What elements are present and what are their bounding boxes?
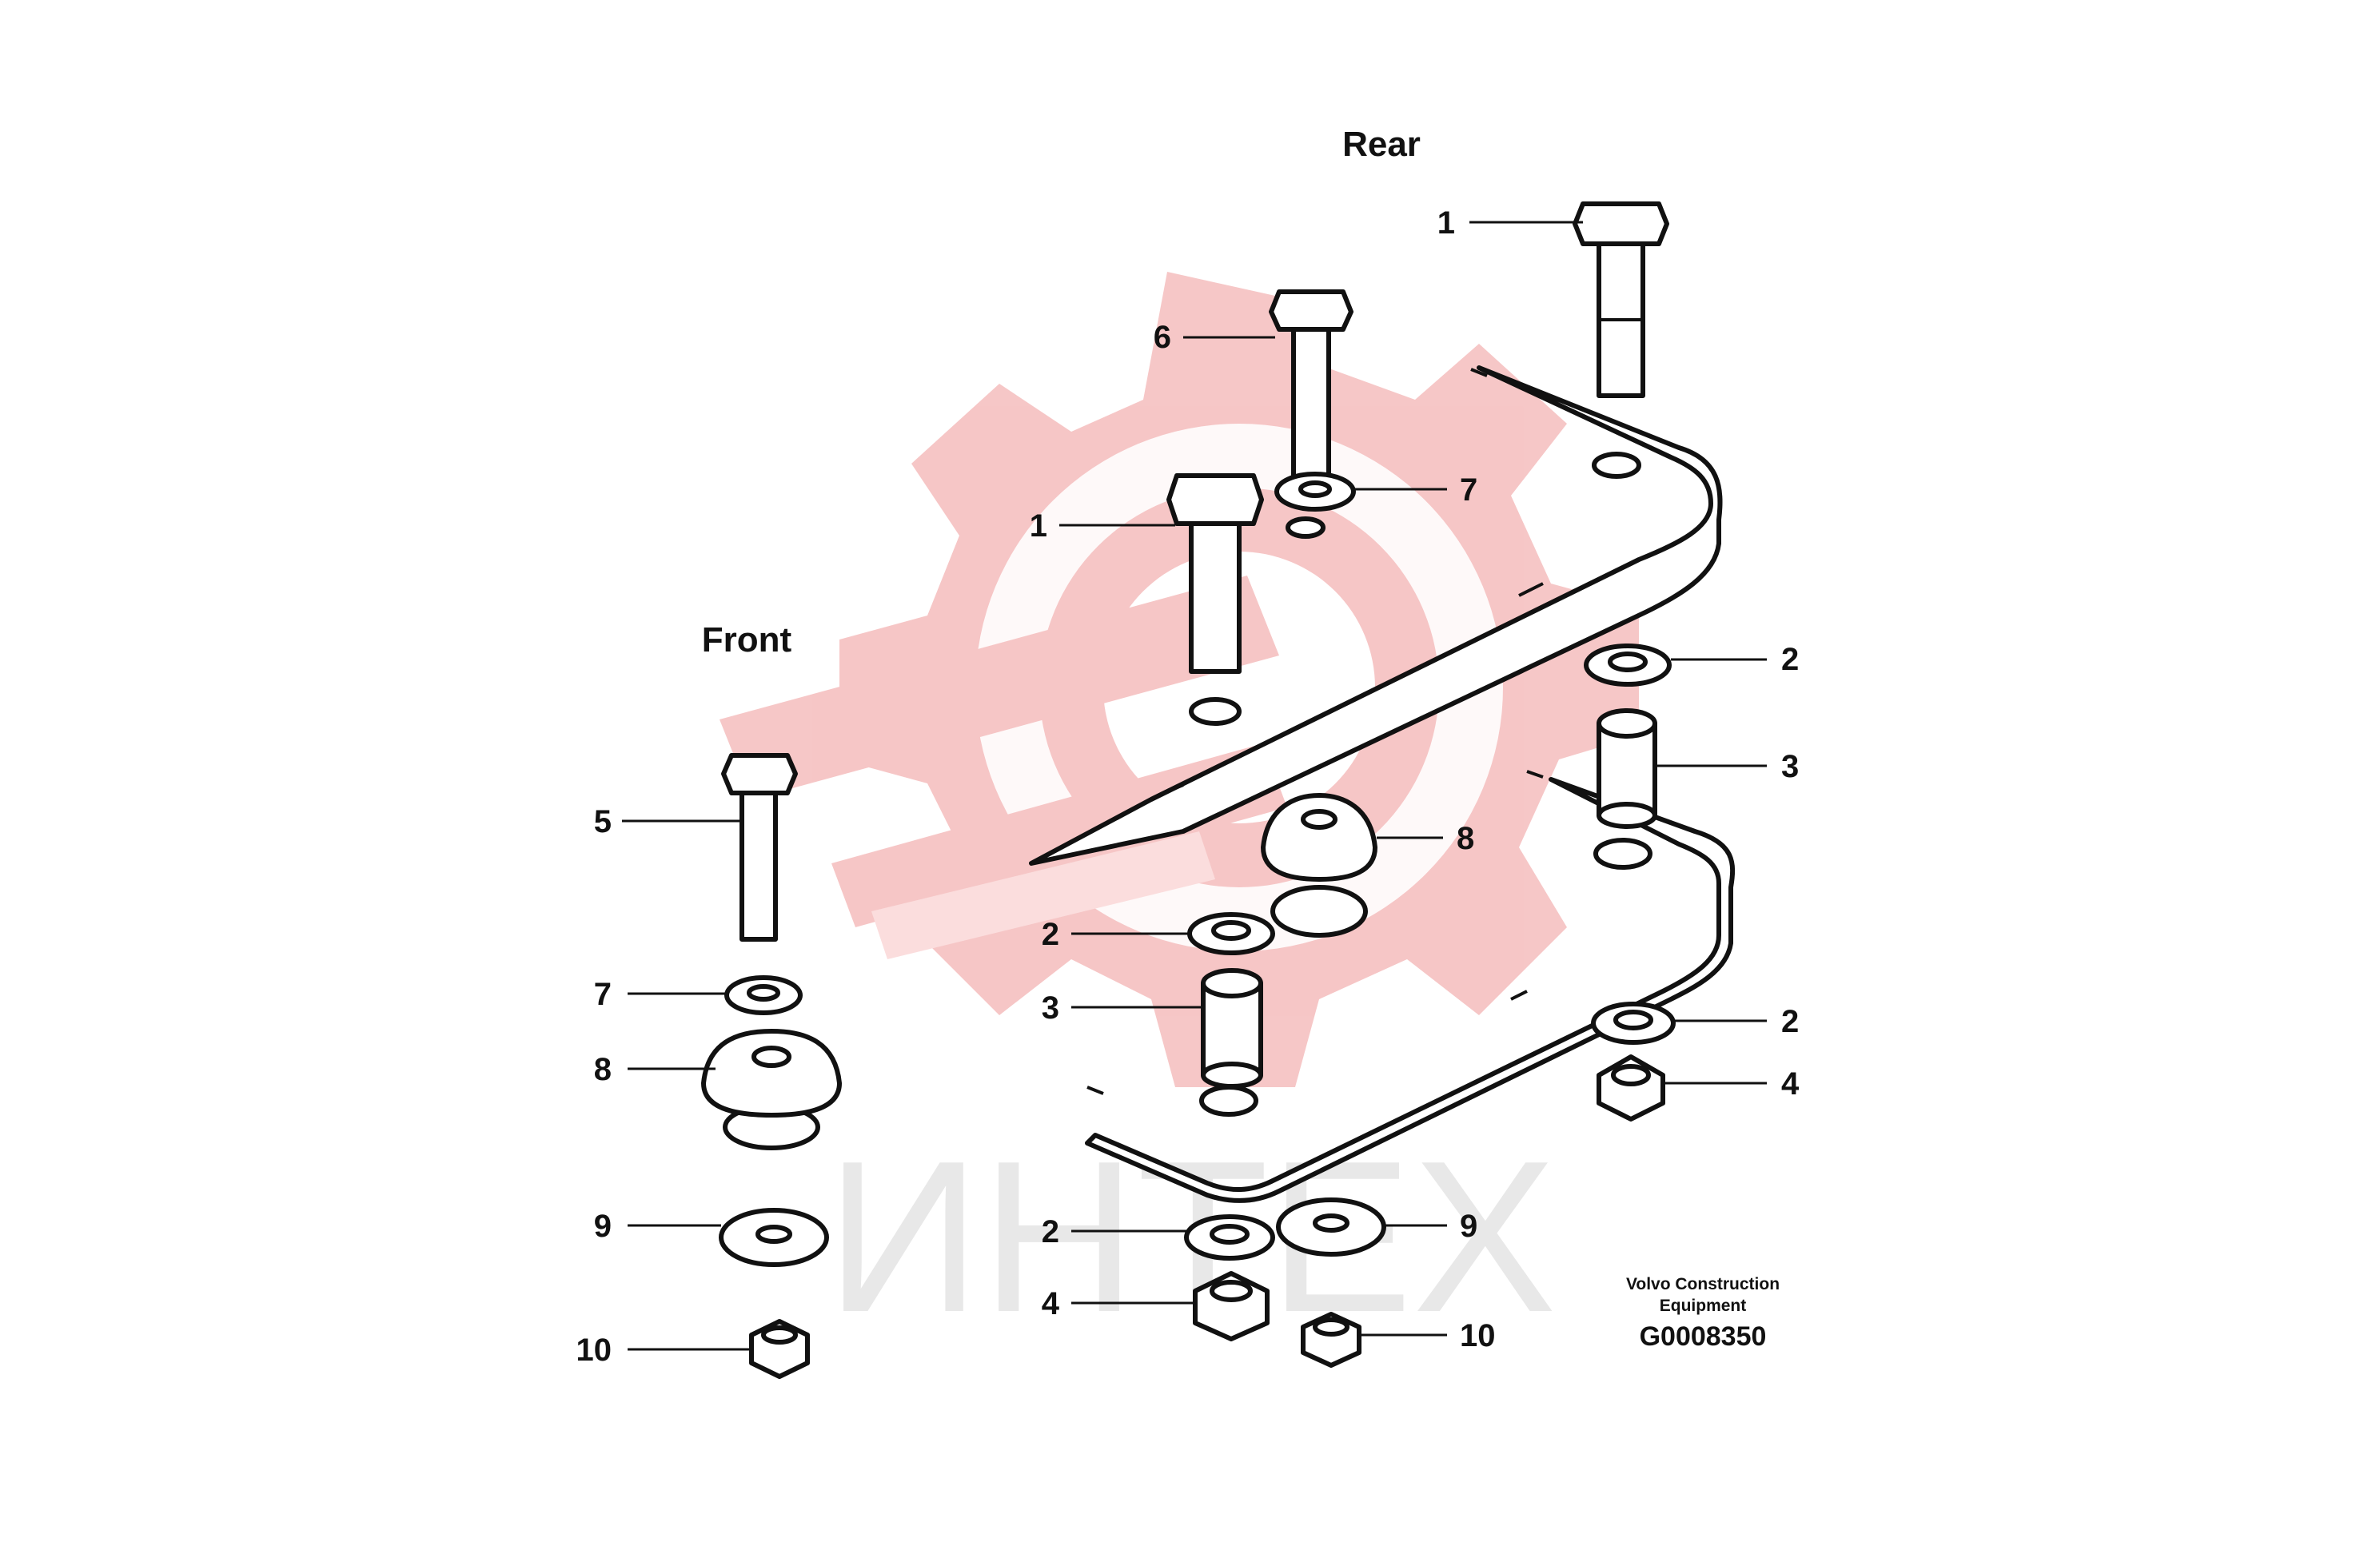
- callout-1-rear: 1: [1437, 205, 1455, 241]
- heading-front: Front: [702, 620, 792, 659]
- washer-2-right-lower-part: [1591, 1002, 1676, 1045]
- callout-10-front: 10: [576, 1333, 612, 1368]
- watermark-gear-emblem: [720, 272, 1639, 1087]
- nut-10-bottom-part: [1301, 1312, 1361, 1368]
- callout-9-front: 9: [594, 1209, 612, 1244]
- callout-4-bottom: 4: [1042, 1286, 1060, 1321]
- upper-plate: [1029, 365, 1723, 866]
- callout-2-bottom: 2: [1042, 1214, 1059, 1249]
- bolt-1-rear-part: [1573, 201, 1669, 398]
- credit-line-2: Equipment: [1660, 1297, 1747, 1315]
- washer-7-front-part: [724, 975, 803, 1015]
- bolt-1-middle-part: [1166, 473, 1264, 674]
- figure-code: G0008350: [1640, 1321, 1767, 1352]
- callout-1-middle: 1: [1030, 508, 1047, 544]
- nut-10-front-part: [749, 1319, 810, 1379]
- callout-7-front: 7: [594, 977, 612, 1012]
- callout-9-bottom: 9: [1460, 1209, 1477, 1244]
- washer-2-middle-part: [1187, 912, 1275, 955]
- washer-9-bottom-part: [1276, 1197, 1386, 1257]
- heading-rear: Rear: [1342, 125, 1421, 164]
- washer-9-front-part: [719, 1208, 829, 1267]
- nut-4-right-part: [1597, 1054, 1665, 1122]
- callout-5: 5: [594, 804, 612, 839]
- callout-7-rear: 7: [1460, 472, 1477, 508]
- leader-lines: [622, 221, 1767, 1351]
- washer-2-bottom-part: [1184, 1214, 1275, 1261]
- lower-plate: [1085, 770, 1736, 1203]
- callout-3-right: 3: [1781, 749, 1799, 784]
- callout-10-bottom: 10: [1460, 1318, 1496, 1353]
- spacer-3-middle-part: [1201, 968, 1263, 1089]
- mount-8-middle-part: [1261, 793, 1377, 938]
- washer-7-rear-part: [1274, 472, 1356, 512]
- callout-8-front: 8: [594, 1052, 612, 1087]
- callout-8-middle: 8: [1457, 821, 1474, 856]
- callout-2-middle: 2: [1042, 917, 1059, 952]
- washer-2-right-upper-part: [1584, 644, 1672, 687]
- callout-2-right-lower: 2: [1781, 1004, 1799, 1039]
- mount-8-front-part: [701, 1029, 842, 1150]
- callout-6: 6: [1154, 320, 1171, 355]
- credit-line-1: Volvo Construction: [1626, 1275, 1780, 1293]
- spacer-3-right-part: [1597, 708, 1657, 829]
- bolt-6-part: [1269, 289, 1353, 482]
- callout-4-right: 4: [1781, 1066, 1800, 1102]
- bolt-5-part: [721, 753, 798, 942]
- nut-4-bottom-part: [1193, 1271, 1270, 1341]
- callout-2-right-upper: 2: [1781, 642, 1799, 677]
- callout-3-middle: 3: [1042, 990, 1059, 1026]
